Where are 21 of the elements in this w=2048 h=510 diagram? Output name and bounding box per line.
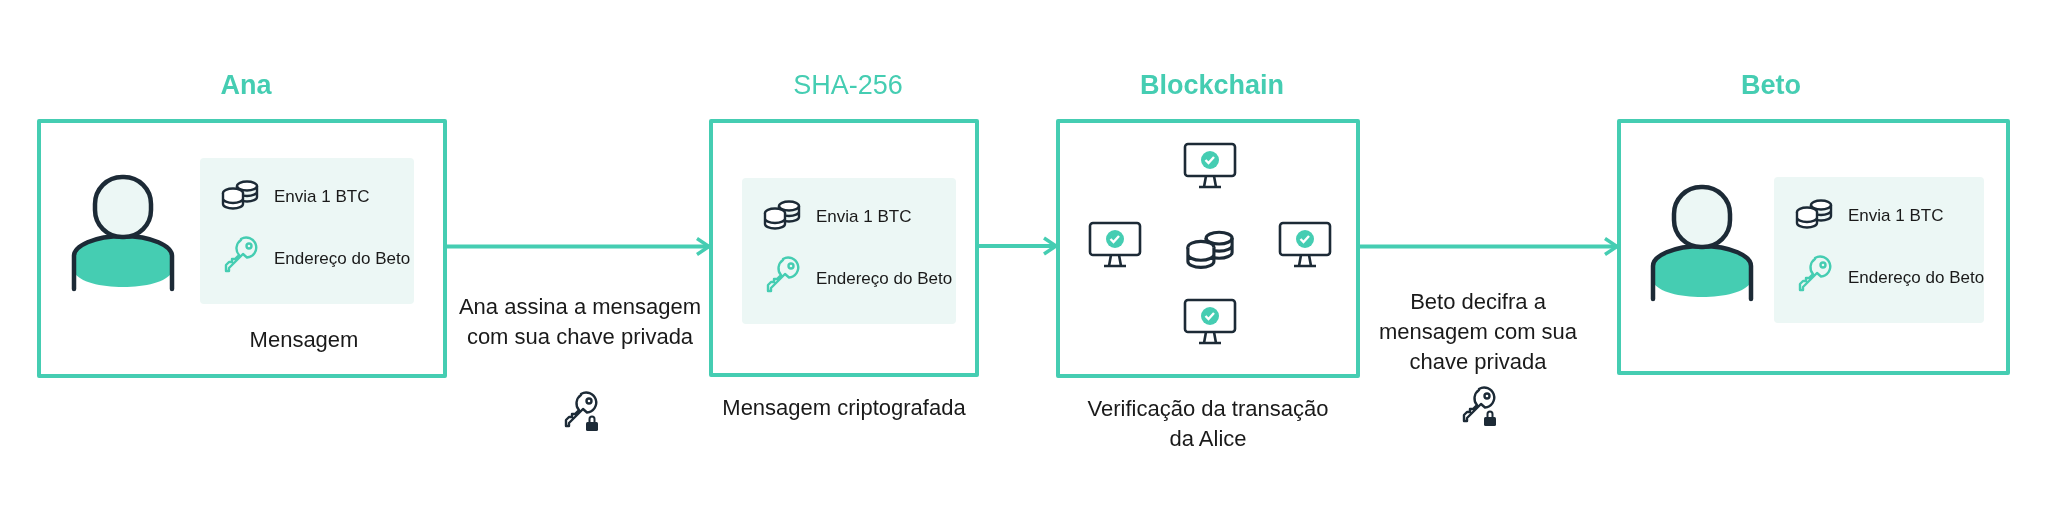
panel-text: Endereço do Beto [1848, 267, 1985, 289]
panel-text: Endereço do Beto [816, 268, 953, 290]
arrow [1360, 236, 1619, 257]
arrow [447, 236, 711, 257]
stage-title: Blockchain [1140, 69, 1284, 102]
stage-title: Beto [1741, 69, 1801, 102]
panel-text: Endereço do Beto [274, 248, 411, 270]
stage-label: Mensagem [249, 326, 359, 354]
panel-text: Envia 1 BTC [1848, 205, 1944, 227]
edge-label: Beto decifra a mensagem com sua chave privada [1377, 288, 1579, 376]
panel-text: Envia 1 BTC [816, 206, 912, 228]
stage-caption: Verificação da transação da Alice [1086, 395, 1330, 453]
arrow [979, 236, 1058, 256]
edge-label: Ana assina a mensagem com sua chave privada [457, 293, 703, 351]
stage-title: Ana [220, 69, 272, 102]
message-panel [1774, 177, 1984, 323]
stage-caption: Mensagem criptografada [721, 394, 967, 422]
message-panel [200, 158, 414, 304]
stage-title: SHA-256 [793, 69, 903, 102]
message-panel [742, 178, 956, 324]
panel-text: Envia 1 BTC [274, 186, 370, 208]
